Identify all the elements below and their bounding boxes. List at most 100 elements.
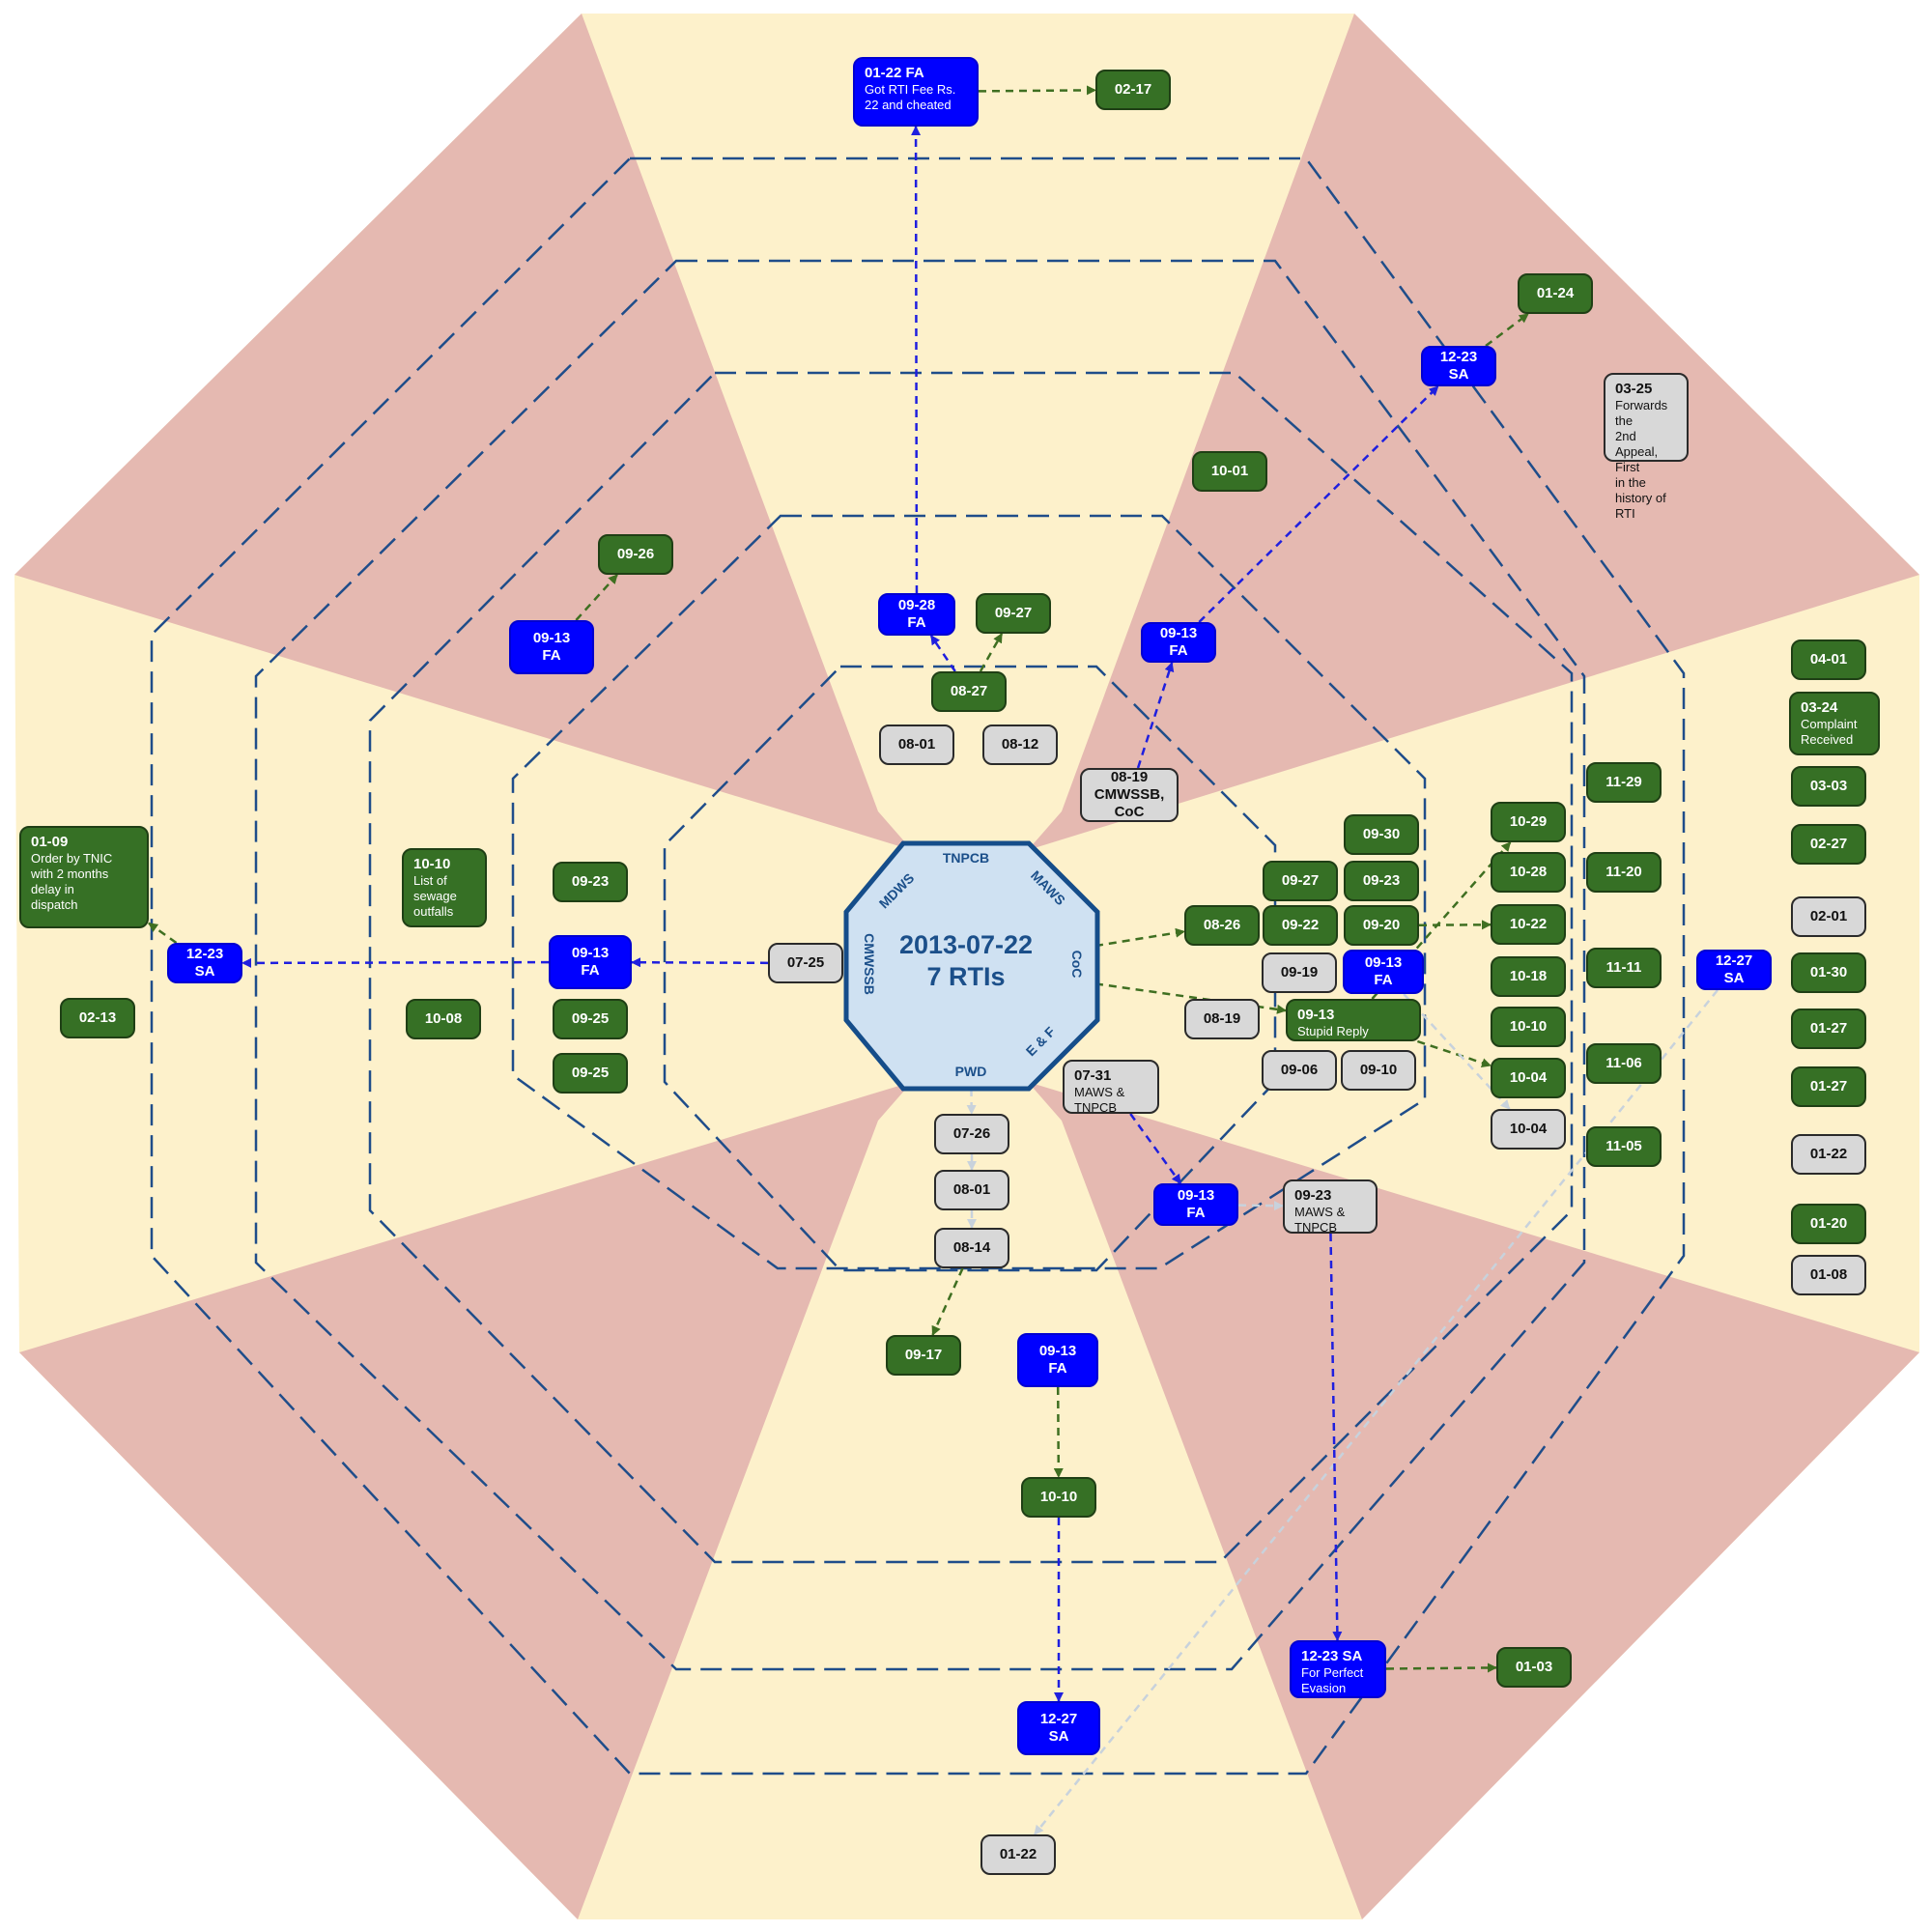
node-date: 09-13 FA: [1038, 1343, 1077, 1377]
node-date: 12-23 SA: [185, 946, 224, 980]
node-g0917: 09-17: [886, 1335, 961, 1376]
node-date: 08-01: [952, 1181, 991, 1198]
node-date: 09-06: [1280, 1062, 1319, 1078]
node-g1018: 10-18: [1491, 956, 1566, 997]
node-g0103: 01-03: [1496, 1647, 1572, 1688]
node-date: 09-30: [1362, 826, 1401, 842]
node-date: 08-27: [950, 683, 988, 699]
node-g1120: 11-20: [1586, 852, 1662, 893]
node-date: 01-03: [1515, 1659, 1553, 1675]
arrow-sa1223c-to-g0103: [1385, 1662, 1497, 1673]
node-date: 12-23 SA: [1301, 1648, 1363, 1664]
node-date: 09-13: [1297, 1007, 1335, 1023]
node-date: 10-10: [1509, 1018, 1548, 1035]
node-g1008: 10-08: [406, 999, 481, 1039]
node-g0826: 08-26: [1184, 905, 1260, 946]
node-g0926: 09-26: [598, 534, 673, 575]
node-w0906: 09-06: [1262, 1050, 1337, 1091]
node-date: 11-11: [1605, 959, 1642, 976]
node-date: 09-13 FA: [1159, 625, 1198, 659]
arrow-w0725-to-fa0913d: [631, 957, 769, 968]
node-date: 01-30: [1809, 964, 1848, 980]
node-g0213: 02-13: [60, 998, 135, 1038]
node-date: 11-29: [1605, 774, 1642, 790]
node-g1004: 10-04: [1491, 1058, 1566, 1098]
node-date: 08-19 CMWSSB, CoC: [1094, 769, 1165, 820]
node-date: 10-04: [1509, 1069, 1548, 1086]
node-date: 07-31: [1074, 1067, 1112, 1084]
node-date: 09-26: [616, 546, 655, 562]
node-note: Stupid Reply: [1297, 1024, 1369, 1038]
node-g1010c: 10-10: [1021, 1477, 1096, 1518]
node-g0920: 09-20: [1344, 905, 1419, 946]
ring-3: [368, 371, 1574, 1564]
node-w0819a: 08-19 CMWSSB, CoC: [1080, 768, 1179, 822]
node-date: 10-04: [1509, 1121, 1548, 1137]
node-date: 09-22: [1281, 917, 1320, 933]
node-date: 08-19: [1203, 1010, 1241, 1027]
node-w0725: 07-25: [768, 943, 843, 983]
node-g1010a: 10-10: [1491, 1007, 1566, 1047]
node-date: 09-19: [1280, 964, 1319, 980]
node-date: 10-29: [1509, 813, 1548, 830]
arrow-w0923-to-sa1223c: [1329, 1233, 1343, 1641]
node-g0930: 09-30: [1344, 814, 1419, 855]
node-note: List of sewage outfalls: [413, 873, 457, 919]
node-date: 08-14: [952, 1239, 991, 1256]
node-g0130: 01-30: [1791, 952, 1866, 993]
node-date: 09-13 FA: [1177, 1187, 1215, 1221]
ring-2: [254, 259, 1586, 1671]
arrow-fa0913d-to-sa1223b: [242, 957, 550, 968]
center-octagon-shape: [843, 840, 1100, 1092]
node-date: 10-18: [1509, 968, 1548, 984]
node-note: Forwards the 2nd Appeal, First in the hi…: [1615, 398, 1668, 521]
node-date: 09-27: [1281, 872, 1320, 889]
node-g0124: 01-24: [1518, 273, 1593, 314]
node-date: 03-03: [1809, 778, 1848, 794]
node-date: 01-09: [31, 834, 69, 850]
node-note: For Perfect Evasion: [1301, 1665, 1364, 1695]
node-w0201: 02-01: [1791, 896, 1866, 937]
node-w0801a: 08-01: [879, 724, 954, 765]
arrow-fa0913e-to-w0923: [1237, 1201, 1284, 1211]
node-sa1227b: 12-27 SA: [1017, 1701, 1100, 1755]
node-note: MAWS & TNPCB: [1074, 1085, 1125, 1115]
node-date: 09-13 FA: [532, 630, 571, 664]
node-w0801b: 08-01: [934, 1170, 1009, 1210]
node-g0925a: 09-25: [553, 999, 628, 1039]
arrow-g0827-to-g0927a: [979, 633, 1004, 672]
arrow-fa0928-to-fa0122: [911, 126, 922, 594]
node-date: 09-23: [1362, 872, 1401, 889]
node-sa1223b: 12-23 SA: [167, 943, 242, 983]
node-w0122a: 01-22: [1791, 1134, 1866, 1175]
node-g0127a: 01-27: [1791, 1009, 1866, 1049]
node-g0227: 02-27: [1791, 824, 1866, 865]
center-date: 2013-07-22: [898, 930, 1034, 959]
node-date: 01-27: [1809, 1020, 1848, 1037]
node-note: Complaint Received: [1801, 717, 1858, 747]
node-date: 11-06: [1605, 1055, 1642, 1071]
node-w0726: 07-26: [934, 1114, 1009, 1154]
node-fa0913a: 09-13 FA: [509, 620, 594, 674]
node-date: 07-26: [952, 1125, 991, 1142]
node-g0927a: 09-27: [976, 593, 1051, 634]
node-date: 08-12: [1001, 736, 1039, 753]
node-date: 09-13 FA: [571, 945, 610, 979]
node-w0910: 09-10: [1341, 1050, 1416, 1091]
node-g0127b: 01-27: [1791, 1066, 1866, 1107]
node-date: 10-28: [1509, 864, 1548, 880]
dept-label-tnpcb: TNPCB: [942, 850, 990, 866]
node-g0922: 09-22: [1263, 905, 1338, 946]
node-date: 01-08: [1809, 1266, 1848, 1283]
arrow-w0814-to-g0917: [931, 1267, 964, 1336]
node-fa0913f: 09-13 FA: [1017, 1333, 1098, 1387]
node-date: 09-25: [571, 1010, 610, 1027]
dept-label-pwd: PWD: [954, 1064, 987, 1079]
